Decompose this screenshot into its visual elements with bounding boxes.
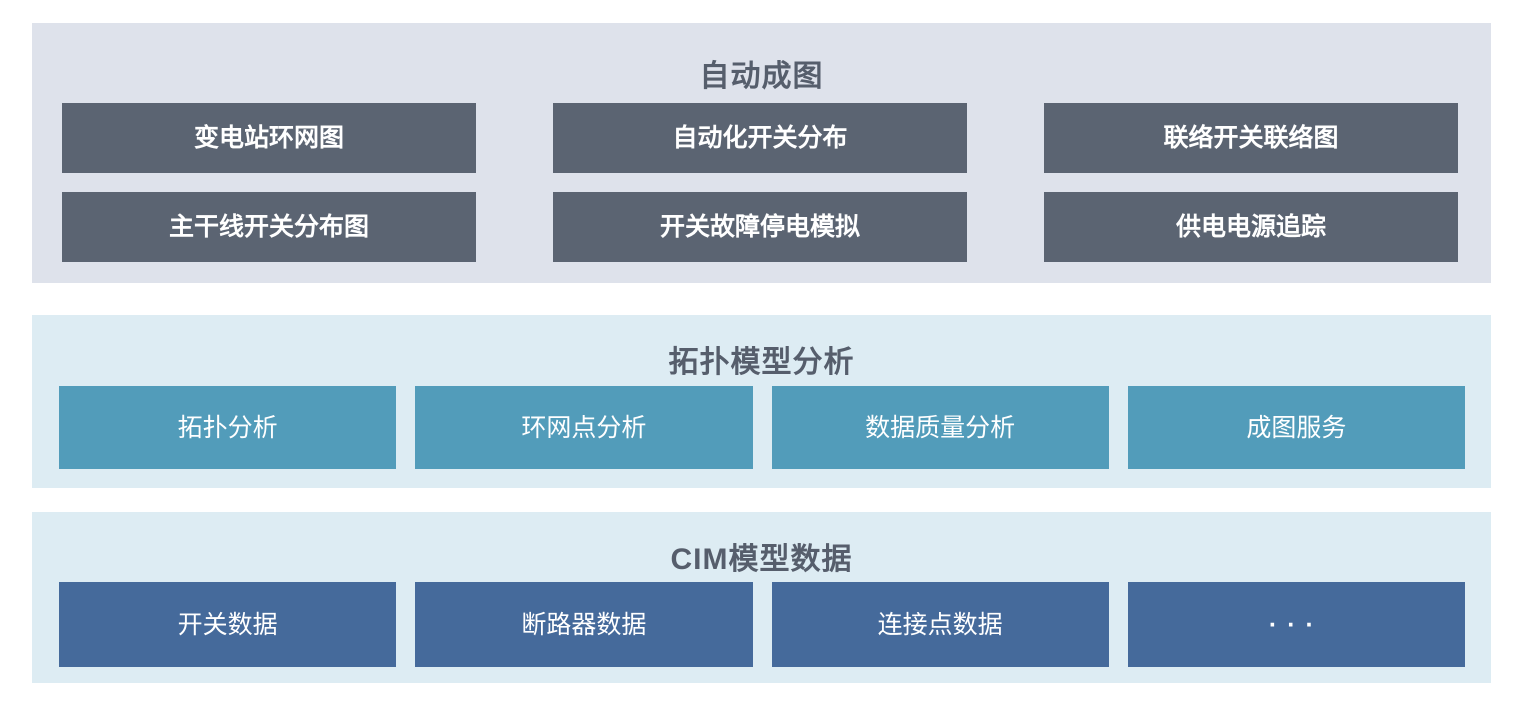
section-topology-title: 拓扑模型分析: [668, 346, 855, 379]
auto-drawing-box-grid: 变电站环网图 自动化开关分布 联络开关联络图 主干线开关分布图 开关故障停电模拟…: [62, 103, 1458, 262]
feature-box-diagram-generation-service: 成图服务: [1127, 386, 1465, 469]
cim-box-grid: 开关数据 断路器数据 连接点数据 ···: [59, 582, 1465, 667]
data-box-connection-point-data: 连接点数据: [771, 582, 1109, 667]
feature-box-power-supply-source-tracing: 供电电源追踪: [1044, 192, 1458, 262]
feature-box-switch-fault-outage-simulation: 开关故障停电模拟: [553, 192, 967, 262]
section-auto-drawing-title: 自动成图: [699, 60, 824, 93]
topology-box-grid: 拓扑分析 环网点分析 数据质量分析 成图服务: [59, 386, 1465, 469]
feature-box-data-quality-analysis: 数据质量分析: [771, 386, 1109, 469]
section-cim-title: CIM模型数据: [670, 543, 853, 576]
data-box-switch-data: 开关数据: [59, 582, 397, 667]
feature-box-automated-switch-distribution: 自动化开关分布: [553, 103, 967, 173]
section-topology-model-analysis: 拓扑模型分析 拓扑分析 环网点分析 数据质量分析 成图服务: [32, 315, 1491, 488]
feature-box-substation-ring-diagram: 变电站环网图: [62, 103, 476, 173]
data-box-more-ellipsis: ···: [1127, 582, 1465, 667]
feature-box-ring-point-analysis: 环网点分析: [415, 386, 753, 469]
data-box-breaker-data: 断路器数据: [415, 582, 753, 667]
section-cim-model-data: CIM模型数据 开关数据 断路器数据 连接点数据 ···: [32, 512, 1491, 683]
feature-box-tie-switch-connection-diagram: 联络开关联络图: [1044, 103, 1458, 173]
section-auto-drawing: 自动成图 变电站环网图 自动化开关分布 联络开关联络图 主干线开关分布图 开关故…: [32, 23, 1491, 283]
feature-box-trunk-line-switch-distribution: 主干线开关分布图: [62, 192, 476, 262]
feature-box-topology-analysis: 拓扑分析: [59, 386, 397, 469]
